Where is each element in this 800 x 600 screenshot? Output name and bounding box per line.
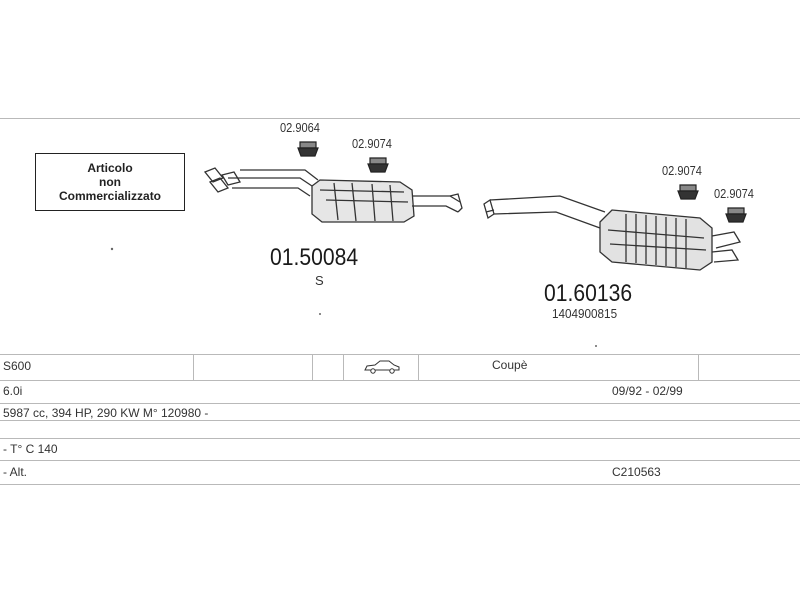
rear-silencer-drawing — [483, 195, 742, 271]
table-rule — [0, 380, 800, 381]
not-commercialized-line-3: Commercializzato — [58, 189, 162, 203]
body-type-cell: Coupè — [492, 358, 528, 372]
engine-specs-cell: 5987 cc, 394 HP, 290 KW M° 120980 - — [3, 406, 209, 420]
table-rule — [0, 484, 800, 485]
table-rule — [0, 438, 800, 439]
clamp-ref-1: 02.9064 — [280, 120, 320, 135]
table-rule — [0, 420, 800, 421]
note-cell: - Alt. — [3, 465, 28, 479]
model-cell: S600 — [3, 359, 32, 373]
rear-part-oe-number: 1404900815 — [552, 306, 618, 321]
production-dates-cell: 09/92 - 02/99 — [612, 384, 683, 398]
clamp-ref-4: 02.9074 — [714, 186, 754, 201]
exhaust-diagram — [110, 141, 747, 347]
clamp-ref-2: 02.9074 — [352, 136, 392, 151]
table-column-divider — [418, 354, 419, 380]
not-commercialized-box: Articolo non Commercializzato — [35, 153, 185, 211]
middle-part-number: 01.50084 — [270, 244, 359, 271]
middle-silencer-drawing — [203, 167, 463, 223]
top-divider — [0, 118, 800, 119]
table-column-divider — [312, 354, 313, 380]
coupe-car-icon — [364, 360, 400, 374]
type-cell: - T° C 140 — [3, 442, 58, 456]
catalogue-code-cell: C210563 — [612, 465, 661, 479]
not-commercialized-line-1: Articolo — [87, 161, 133, 175]
table-column-divider — [343, 354, 344, 380]
clamp-icon — [297, 141, 747, 223]
table-rule — [0, 403, 800, 404]
middle-part-suffix: S — [315, 273, 324, 288]
table-column-divider — [698, 354, 699, 380]
engine-cell: 6.0i — [3, 384, 23, 398]
stray-marks — [110, 247, 597, 347]
clamp-ref-3: 02.9074 — [662, 163, 702, 178]
table-column-divider — [193, 354, 194, 380]
not-commercialized-line-2: non — [99, 175, 121, 189]
table-rule — [0, 354, 800, 355]
table-rule — [0, 460, 800, 461]
rear-part-number: 01.60136 — [544, 280, 633, 307]
